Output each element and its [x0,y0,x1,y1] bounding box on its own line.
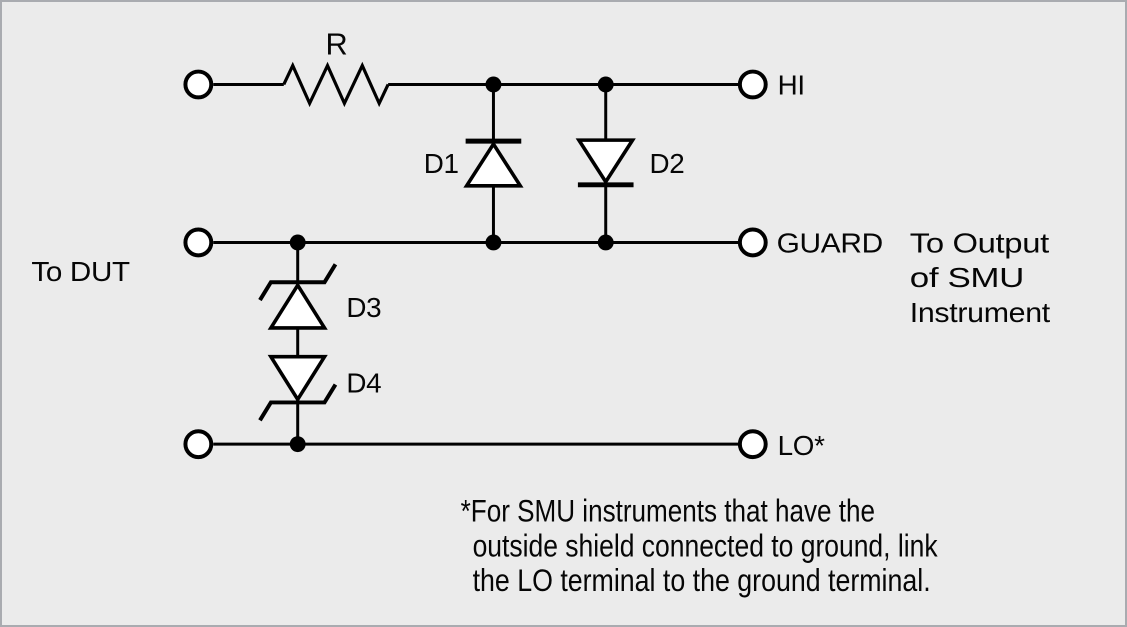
hi-rail [213,61,739,108]
diode-d2-symbol [575,138,636,188]
dut-guard-terminal [183,227,214,258]
to-output-line-1: To Output [910,227,1050,258]
d3-label: D3 [346,292,381,323]
junction-dot [289,234,306,251]
d4-label: D4 [346,367,381,398]
resistor-label: R [325,27,347,62]
junction-dot [485,234,502,251]
footnote: *For SMU instruments that have the outsi… [461,493,938,599]
guard-terminal [737,227,768,258]
guard-terminal-label: GUARD [777,227,883,258]
resistor-symbol [282,61,390,108]
junction-dot [485,76,502,93]
junction-dot [597,234,614,251]
d2-label: D2 [649,148,684,179]
diode-d1-symbol [463,138,524,188]
d1-label: D1 [424,148,459,179]
d3-triangle [267,281,328,330]
zener-d4-symbol [258,354,338,422]
dut-lo-terminal [183,429,214,460]
hi-terminal [737,69,768,100]
zener-d3-symbol [258,263,338,330]
junction-dot [597,76,614,93]
to-output-label: To Output of SMU Instrument [910,227,1051,328]
to-output-line-2: of SMU [910,262,1024,293]
hi-terminal-label: HI [778,69,805,100]
footnote-line-3: the LO terminal to the ground terminal. [473,562,931,598]
d2-triangle [575,138,636,186]
to-output-line-3: Instrument [910,297,1051,328]
d1-triangle [463,140,524,188]
dut-hi-terminal [183,69,214,100]
d4-triangle [267,354,328,403]
footnote-line-1: *For SMU instruments that have the [461,493,875,529]
lo-terminal-label: LO* [778,430,826,461]
junction-dot [289,436,306,453]
lo-terminal [737,429,768,460]
to-dut-label: To DUT [31,256,130,287]
footnote-line-2: outside shield connected to ground, link [473,527,938,563]
d4-zener-bar [258,383,338,422]
